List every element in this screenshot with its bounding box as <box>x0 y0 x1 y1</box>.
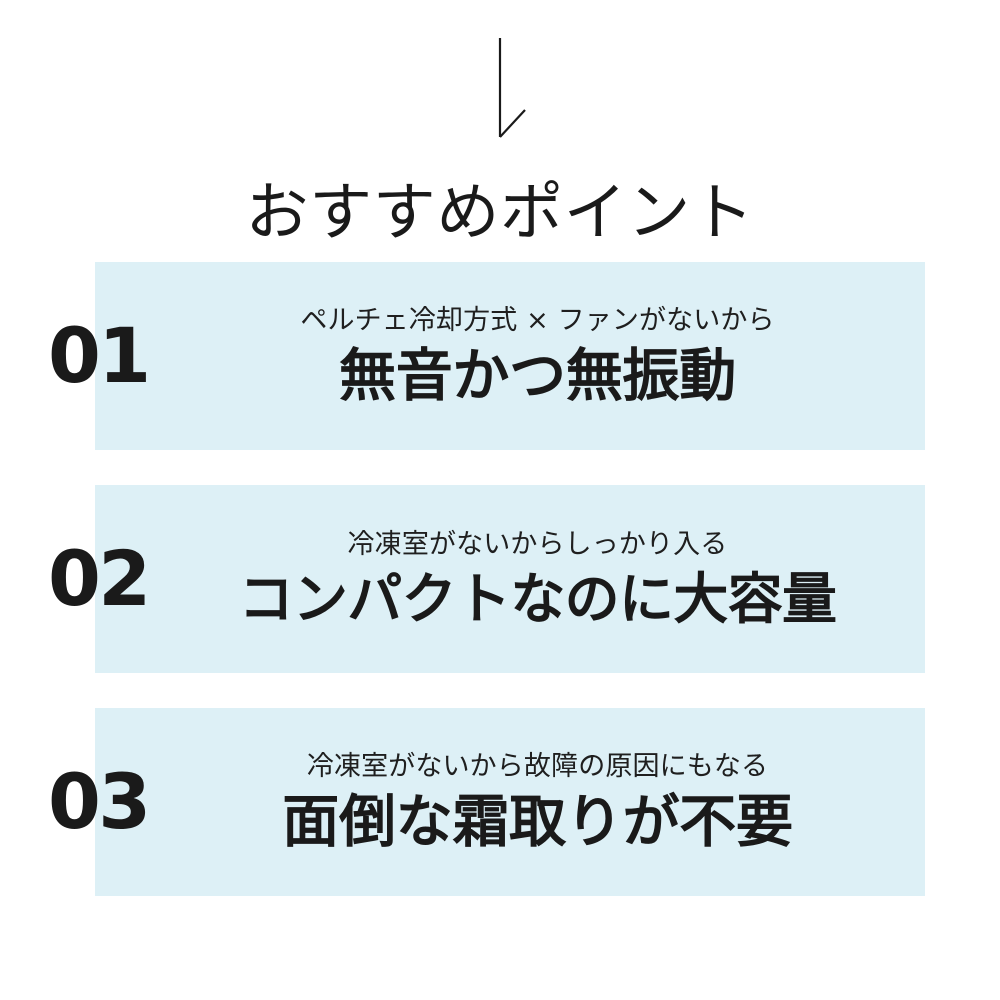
feature-subtitle: ペルチェ冷却方式 × ファンがないから <box>300 304 775 336</box>
feature-number: 03 <box>48 757 151 846</box>
feature-number: 02 <box>48 534 151 623</box>
feature-subtitle: 冷凍室がないから故障の原因にもなる <box>306 750 769 782</box>
feature-headline: 無音かつ無振動 <box>338 342 736 409</box>
feature-panel <box>95 708 925 896</box>
feature-text-group: 冷凍室がないから故障の原因にもなる 面倒な霜取りが不要 <box>150 708 925 896</box>
feature-headline: コンパクトなのに大容量 <box>238 567 837 631</box>
feature-text-group: ペルチェ冷却方式 × ファンがないから 無音かつ無振動 <box>150 262 925 450</box>
feature-panel <box>95 485 925 673</box>
page-title: おすすめポイント <box>245 176 755 250</box>
feature-number: 01 <box>48 311 151 400</box>
feature-text-group: 冷凍室がないからしっかり入る コンパクトなのに大容量 <box>150 485 925 673</box>
feature-list: 01 ペルチェ冷却方式 × ファンがないから 無音かつ無振動 02 冷凍室がない… <box>0 262 1000 896</box>
feature-item-03: 03 冷凍室がないから故障の原因にもなる 面倒な霜取りが不要 <box>0 708 1000 896</box>
feature-headline: 面倒な霜取りが不要 <box>282 788 793 855</box>
feature-item-01: 01 ペルチェ冷却方式 × ファンがないから 無音かつ無振動 <box>0 262 1000 450</box>
feature-item-02: 02 冷凍室がないからしっかり入る コンパクトなのに大容量 <box>0 485 1000 673</box>
feature-subtitle: 冷凍室がないからしっかり入る <box>347 528 728 560</box>
feature-panel <box>95 262 925 450</box>
down-arrow-icon <box>470 30 540 145</box>
